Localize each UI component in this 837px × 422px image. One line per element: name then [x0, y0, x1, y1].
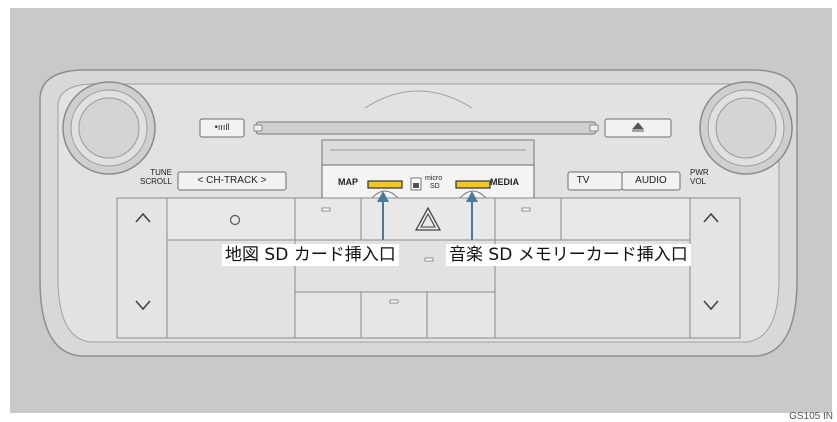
figure-code: GS105 IN: [789, 411, 833, 422]
up-arrow-icon: [135, 212, 151, 223]
eject-icon: [631, 122, 645, 132]
audio-button: [621, 171, 681, 191]
map-slot-callout-arrow: [377, 191, 389, 240]
preset-button-3: [560, 197, 691, 241]
disc-slot: [255, 121, 597, 135]
preset-button-5: [360, 291, 428, 339]
micro-label: micro: [425, 175, 443, 182]
map-label: MAP: [338, 177, 358, 187]
power-icon: [229, 214, 241, 226]
sd-label: SD: [430, 183, 440, 190]
up-arrow-icon: [703, 212, 719, 223]
media-slot-callout-arrow: [466, 191, 478, 240]
down-arrow-icon: [135, 300, 151, 311]
tune-label: TUNE: [150, 168, 172, 177]
left-seek-column: [116, 197, 168, 339]
preset-button-1: [294, 197, 362, 241]
pwr-label: PWR: [690, 168, 709, 177]
ch-track-button: [177, 171, 287, 191]
music-sd-slot-callout: 音楽 SD メモリーカード挿入口: [446, 244, 691, 266]
hazard-icon: [414, 206, 442, 231]
down-arrow-icon: [703, 300, 719, 311]
vol-label: VOL: [690, 177, 707, 186]
media-sd-slot: [455, 180, 491, 189]
ch-track-button-label[interactable]: < CH-TRACK >: [197, 175, 267, 186]
power-volume-knob[interactable]: [699, 81, 793, 175]
radio-button: [199, 118, 245, 138]
right-seek-column: [689, 197, 741, 339]
radio-button-label: •ıııll: [214, 122, 230, 132]
audio-button-label[interactable]: AUDIO: [635, 175, 667, 186]
tune-scroll-knob[interactable]: [62, 81, 156, 175]
map-sd-slot: [367, 180, 403, 189]
media-label: MEDIA: [490, 177, 519, 187]
preset-button-6: [426, 291, 496, 339]
preset-button-2: [494, 197, 562, 241]
hazard-button: [360, 197, 496, 241]
preset-button-4: [294, 291, 362, 339]
map-sd-slot-callout: 地図 SD カード挿入口: [222, 244, 399, 266]
tv-button-label[interactable]: TV: [576, 175, 590, 186]
scroll-label: SCROLL: [139, 177, 172, 186]
